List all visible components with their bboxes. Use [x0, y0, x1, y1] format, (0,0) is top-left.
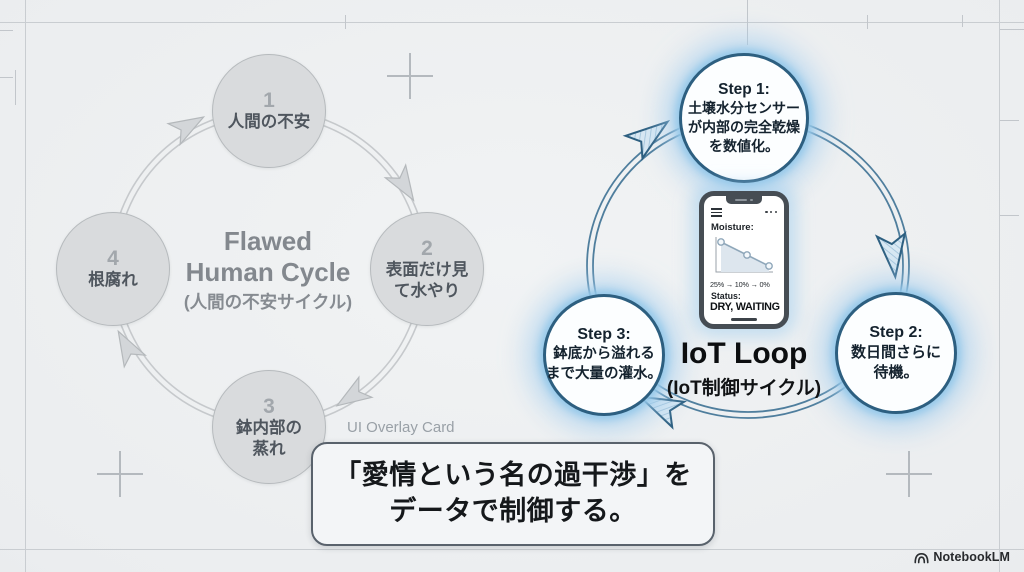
overlay-card-label: UI Overlay Card: [347, 419, 455, 436]
human-node-1: 1 人間の不安: [212, 54, 326, 168]
registration-cross-icon: [387, 53, 433, 99]
moisture-chart: [715, 237, 773, 273]
human-cycle-title-jp: (人間の不安サイクル): [183, 292, 353, 313]
moisture-readings: 25% → 10% → 0%: [710, 280, 770, 289]
frame-tick: [867, 15, 868, 29]
frame-tick: [1000, 29, 1024, 30]
iot-step-1-text: を数値化。: [709, 138, 779, 155]
iot-step-2-text: 数日間さらに: [850, 343, 941, 361]
frame-tick: [0, 77, 13, 78]
frame-line-bottom: [0, 549, 1024, 550]
iot-step-3: Step 3: 鉢底から溢れる まで大量の灌水。: [543, 294, 665, 416]
status-value: DRY, WAITING: [710, 301, 780, 313]
notebooklm-logo-icon: [914, 552, 929, 563]
iot-step-3-title: Step 3:: [577, 326, 631, 344]
phone-notch: [726, 196, 762, 204]
human-node-4: 4 根腐れ: [56, 212, 170, 326]
arrow-iot-1to2-icon: [874, 231, 907, 281]
status-label: Status:: [711, 291, 741, 301]
human-node-3-label: 鉢内部の: [236, 419, 302, 438]
human-node-2-number: 2: [421, 237, 433, 260]
frame-tick: [962, 15, 963, 27]
human-node-2-label: て水やり: [394, 281, 460, 300]
arrow-iot-3to1-icon: [622, 119, 671, 162]
frame-tick: [345, 15, 346, 29]
arrow-iot-2to3-icon: [637, 395, 687, 430]
iot-step-1: Step 1: 土壌水分センサー が内部の完全乾燥 を数値化。: [679, 53, 809, 183]
ellipsis-icon: [765, 211, 777, 214]
iot-step-2-title: Step 2:: [869, 323, 923, 341]
overlay-card-text: データで制御する。: [389, 496, 637, 526]
iot-step-1-text: 土壌水分センサー: [688, 100, 800, 117]
arrow-human-4to1-icon: [166, 116, 206, 147]
overlay-card-text: 「愛情という名の過干渉」を: [334, 460, 692, 491]
human-node-2-label: 表面だけ見: [385, 261, 469, 280]
human-cycle-title: Flawed Human Cycle (人間の不安サイクル): [118, 226, 418, 314]
human-node-1-label: 人間の不安: [227, 113, 311, 132]
frame-line-right: [999, 0, 1000, 572]
iot-loop-title-en: IoT Loop: [680, 337, 808, 370]
frame-tick: [15, 70, 16, 105]
brand-name: NotebookLM: [933, 550, 1010, 564]
human-cycle-title-en: Human Cycle: [185, 256, 351, 287]
overlay-card: 「愛情という名の過干渉」を データで制御する。: [311, 442, 715, 546]
phone-home-indicator: [731, 318, 757, 321]
arrow-human-1to2-icon: [383, 163, 415, 202]
frame-line-top: [0, 22, 1024, 23]
human-node-2: 2 表面だけ見 て水やり: [370, 212, 484, 326]
human-node-3: 3 鉢内部の 蒸れ: [212, 370, 326, 484]
human-node-4-label: 根腐れ: [88, 271, 138, 290]
arrow-human-2to3-icon: [335, 375, 374, 407]
iot-loop-title: IoT Loop (IoT制御サイクル): [594, 337, 894, 400]
frame-tick: [747, 0, 748, 45]
human-node-3-number: 3: [263, 395, 275, 418]
arrow-human-3to4-icon: [117, 329, 147, 369]
registration-cross-icon: [886, 451, 932, 497]
human-cycle-title-en: Flawed: [223, 226, 313, 256]
iot-step-3-text: まで大量の灌水。: [546, 366, 662, 382]
frame-tick: [0, 30, 13, 31]
frame-line-left: [25, 0, 26, 572]
iot-step-3-text: 鉢底から溢れる: [553, 346, 655, 363]
hamburger-icon: [711, 208, 722, 217]
iot-loop-title-jp: (IoT制御サイクル): [666, 378, 822, 399]
registration-cross-icon: [97, 451, 143, 497]
human-node-1-number: 1: [263, 89, 275, 113]
human-node-4-number: 4: [107, 247, 119, 271]
brand-footer: NotebookLM: [914, 550, 1010, 564]
phone-mockup: Moisture: 25% → 10% → 0% Status: DRY, WA…: [699, 191, 789, 329]
iot-step-2-text: 待機。: [873, 364, 919, 381]
moisture-label: Moisture:: [711, 222, 754, 233]
iot-step-1-text: が内部の完全乾燥: [688, 119, 800, 136]
human-node-3-label: 蒸れ: [252, 439, 286, 458]
frame-tick: [1000, 215, 1019, 216]
frame-tick: [1000, 120, 1019, 121]
iot-step-1-title: Step 1:: [718, 80, 770, 98]
iot-step-2: Step 2: 数日間さらに 待機。: [835, 292, 957, 414]
